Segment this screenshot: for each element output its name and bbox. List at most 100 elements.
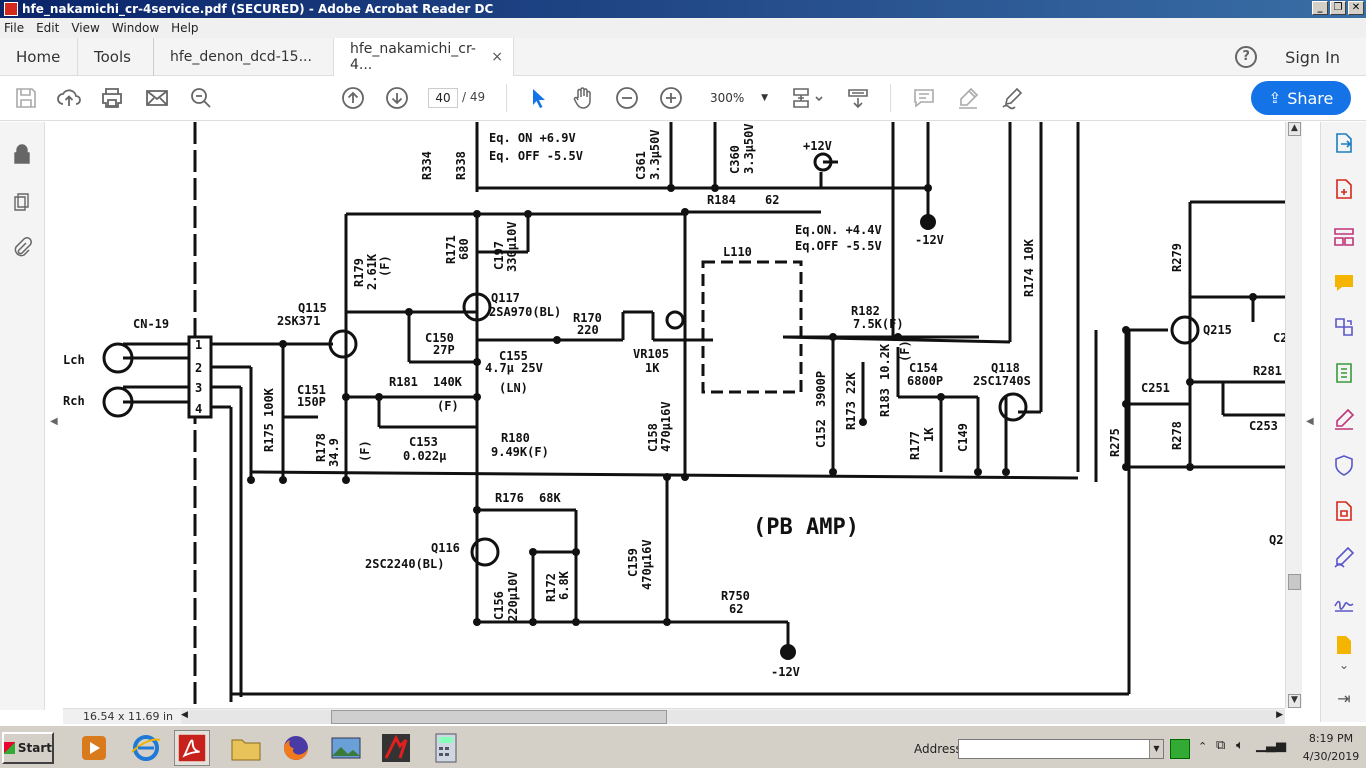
label-r176-val: 68K: [539, 491, 561, 505]
label-c251: C251: [1141, 381, 1170, 395]
comment-tool-icon[interactable]: [1333, 272, 1355, 294]
minimize-button[interactable]: _: [1312, 1, 1328, 15]
print-production-icon[interactable]: [1333, 500, 1355, 522]
tray-expand-icon[interactable]: ⌃: [1198, 740, 1208, 753]
tab-document-nakamichi[interactable]: hfe_nakamichi_cr-4... ×: [334, 38, 514, 76]
scroll-down-icon[interactable]: ▼: [1288, 694, 1301, 708]
label-cn19: CN-19: [133, 317, 169, 331]
vertical-scrollbar[interactable]: ▲ ▼: [1285, 122, 1302, 708]
lock-icon[interactable]: [12, 144, 32, 164]
label-q116: Q116: [431, 541, 460, 555]
restore-button[interactable]: ❐: [1330, 1, 1346, 15]
label-r180: R180: [501, 431, 530, 445]
label-c151-val: 150P: [297, 395, 326, 409]
compress-icon[interactable]: [1333, 362, 1355, 384]
acrobat-app-icon: [4, 2, 18, 16]
create-pdf-icon[interactable]: [1333, 178, 1355, 200]
file-explorer-icon[interactable]: [228, 730, 264, 766]
label-c197-val: 330μ10V: [505, 221, 519, 272]
label-c158-val: 470μ16V: [659, 401, 673, 452]
label-vr105-val: 1K: [645, 361, 660, 375]
organize-pages-icon[interactable]: [1333, 226, 1355, 248]
tab-tools[interactable]: Tools: [78, 38, 154, 76]
firefox-icon[interactable]: [278, 730, 314, 766]
menu-view[interactable]: View: [71, 21, 100, 35]
share-button[interactable]: ⇪ Share: [1251, 81, 1351, 115]
sign-in-button[interactable]: Sign In: [1285, 47, 1340, 67]
menu-help[interactable]: Help: [171, 21, 199, 35]
address-input[interactable]: ▼: [958, 739, 1164, 759]
scroll-left-icon[interactable]: ◀: [181, 710, 188, 720]
zoom-in-icon[interactable]: [659, 86, 683, 110]
horizontal-scrollbar[interactable]: ◀ ▶: [181, 710, 1285, 724]
vertical-scroll-thumb[interactable]: [1288, 574, 1301, 590]
calculator-icon[interactable]: [428, 730, 464, 766]
scroll-right-icon[interactable]: ▶: [1276, 710, 1283, 720]
zoom-value: 300%: [710, 91, 745, 105]
share-label: Share: [1287, 88, 1334, 108]
collapse-panel-icon[interactable]: ⇥: [1337, 689, 1351, 708]
close-window-button[interactable]: ✕: [1348, 1, 1364, 15]
protect-icon[interactable]: [1333, 454, 1355, 476]
scroll-mode-icon[interactable]: [846, 86, 870, 110]
attachment-icon[interactable]: [12, 237, 32, 257]
menu-window[interactable]: Window: [111, 21, 160, 35]
document-viewport[interactable]: Eq. ON +6.9V Eq. OFF -5.5V +12V -12V R18…: [63, 122, 1285, 708]
scroll-up-icon[interactable]: ▲: [1288, 122, 1301, 136]
label-r178-f: (F): [358, 440, 372, 462]
fit-page-icon[interactable]: [790, 86, 824, 110]
app-launcher-icon[interactable]: [378, 730, 414, 766]
network-icon[interactable]: ⧉: [1216, 738, 1226, 753]
print-icon[interactable]: [100, 86, 124, 110]
tab-document-denon[interactable]: hfe_denon_dcd-15...: [154, 38, 334, 76]
pen-tool-icon[interactable]: [1333, 546, 1355, 568]
upload-icon[interactable]: [57, 86, 81, 110]
help-icon[interactable]: ?: [1235, 46, 1258, 68]
save-icon[interactable]: [14, 86, 38, 110]
image-viewer-icon[interactable]: [328, 730, 364, 766]
internet-explorer-icon[interactable]: [128, 730, 164, 766]
more-tools-icon[interactable]: [1333, 634, 1355, 656]
menu-edit[interactable]: Edit: [36, 21, 60, 35]
go-icon[interactable]: [1170, 739, 1190, 759]
zoom-select[interactable]: 300% ▼: [704, 88, 772, 108]
select-icon[interactable]: [527, 86, 551, 110]
signal-icon[interactable]: ▁▃▅: [1256, 738, 1286, 753]
signature-icon[interactable]: [1333, 592, 1355, 614]
label-r170: R170: [573, 311, 602, 325]
label-c2: C2: [1273, 331, 1285, 345]
start-button[interactable]: Start: [2, 732, 54, 764]
label-r334: R334: [420, 151, 434, 180]
comment-icon[interactable]: [912, 86, 936, 110]
page-down-icon[interactable]: [385, 86, 409, 110]
export-pdf-icon[interactable]: [1333, 132, 1355, 154]
zoom-out-icon[interactable]: [615, 86, 639, 110]
sign-icon[interactable]: [1000, 86, 1024, 110]
pages-icon[interactable]: [12, 192, 32, 212]
label-c152: C152: [814, 419, 828, 448]
acrobat-taskbar-icon[interactable]: [174, 730, 210, 766]
label-plus12: +12V: [803, 139, 832, 153]
label-q215: Q215: [1203, 323, 1232, 337]
email-icon[interactable]: [145, 86, 169, 110]
media-player-icon[interactable]: [76, 730, 112, 766]
close-tab-icon[interactable]: ×: [491, 49, 503, 65]
clock[interactable]: 8:19 PM 4/30/2019: [1300, 730, 1362, 766]
chevron-down-icon[interactable]: ▼: [1149, 740, 1163, 758]
tab-home[interactable]: Home: [0, 38, 78, 76]
zoom-search-icon[interactable]: [189, 86, 213, 110]
chevron-down-icon[interactable]: ⌄: [1338, 658, 1350, 672]
menu-file[interactable]: File: [4, 21, 25, 35]
hand-icon[interactable]: [571, 86, 595, 110]
page-up-icon[interactable]: [341, 86, 365, 110]
fill-sign-icon[interactable]: [1333, 408, 1355, 430]
label-r172-val: 6.8K: [557, 570, 571, 600]
highlight-icon[interactable]: [956, 86, 980, 110]
volume-icon[interactable]: 🔈︎: [1236, 738, 1244, 753]
collapse-right-icon[interactable]: ◀: [1306, 416, 1314, 427]
combine-files-icon[interactable]: [1333, 316, 1355, 338]
share-icon: ⇪: [1268, 89, 1282, 107]
horizontal-scroll-thumb[interactable]: [331, 710, 667, 724]
page-number-input[interactable]: 40: [428, 88, 458, 108]
collapse-left-icon[interactable]: ◀: [50, 416, 58, 427]
